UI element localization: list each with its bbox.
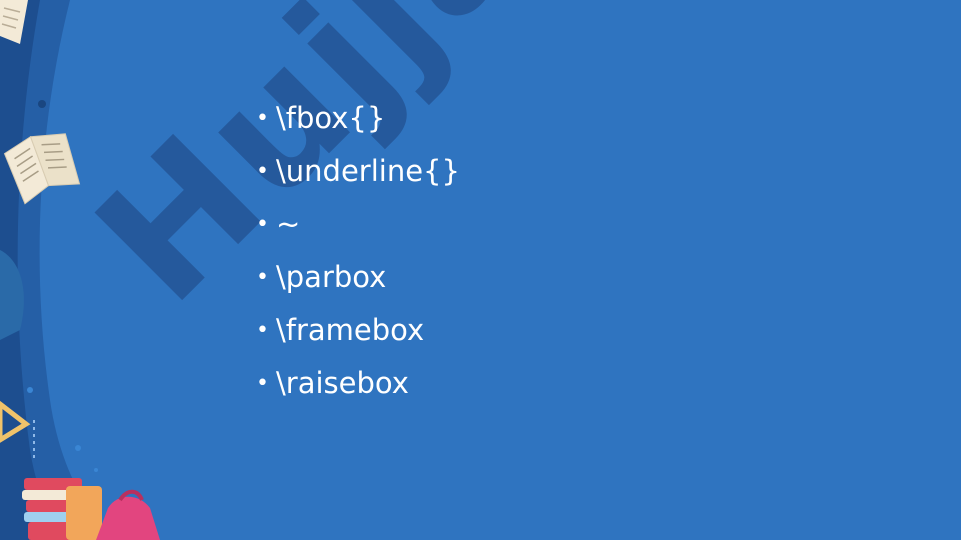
bullet-item: • \underline{} [256,145,460,198]
bullet-item: • \parbox [256,251,460,304]
bullet-text: ~ [276,207,301,241]
bullet-dot-icon: • [256,212,269,237]
bullet-text: \raisebox [276,366,409,400]
bullet-item: • \framebox [256,304,460,357]
bullet-list: •\fbox{} •\underline{} •~ •\parbox •\fra… [256,92,460,410]
bullet-item: • \fbox{} [256,92,460,145]
bullet-text: \fbox{} [276,101,386,135]
bullet-text: \framebox [276,313,425,347]
bullet-text: \underline{} [276,154,460,188]
bullet-dot-icon: • [256,106,269,131]
paper-sheet-icon [0,0,28,44]
triangle-ruler-icon [0,400,31,443]
left-decoration [0,0,160,540]
bullet-item: • \raisebox [256,357,460,410]
bullet-text: \parbox [276,260,387,294]
bullet-dot-icon: • [256,265,269,290]
book-stack-icon [22,478,102,540]
bullet-dot-icon: • [256,159,269,184]
bullet-item: •~ [256,198,460,251]
bullet-dot-icon: • [256,318,269,343]
bullet-dot-icon: • [256,371,269,396]
open-book-icon [3,133,81,205]
pink-bag-icon [96,489,160,540]
